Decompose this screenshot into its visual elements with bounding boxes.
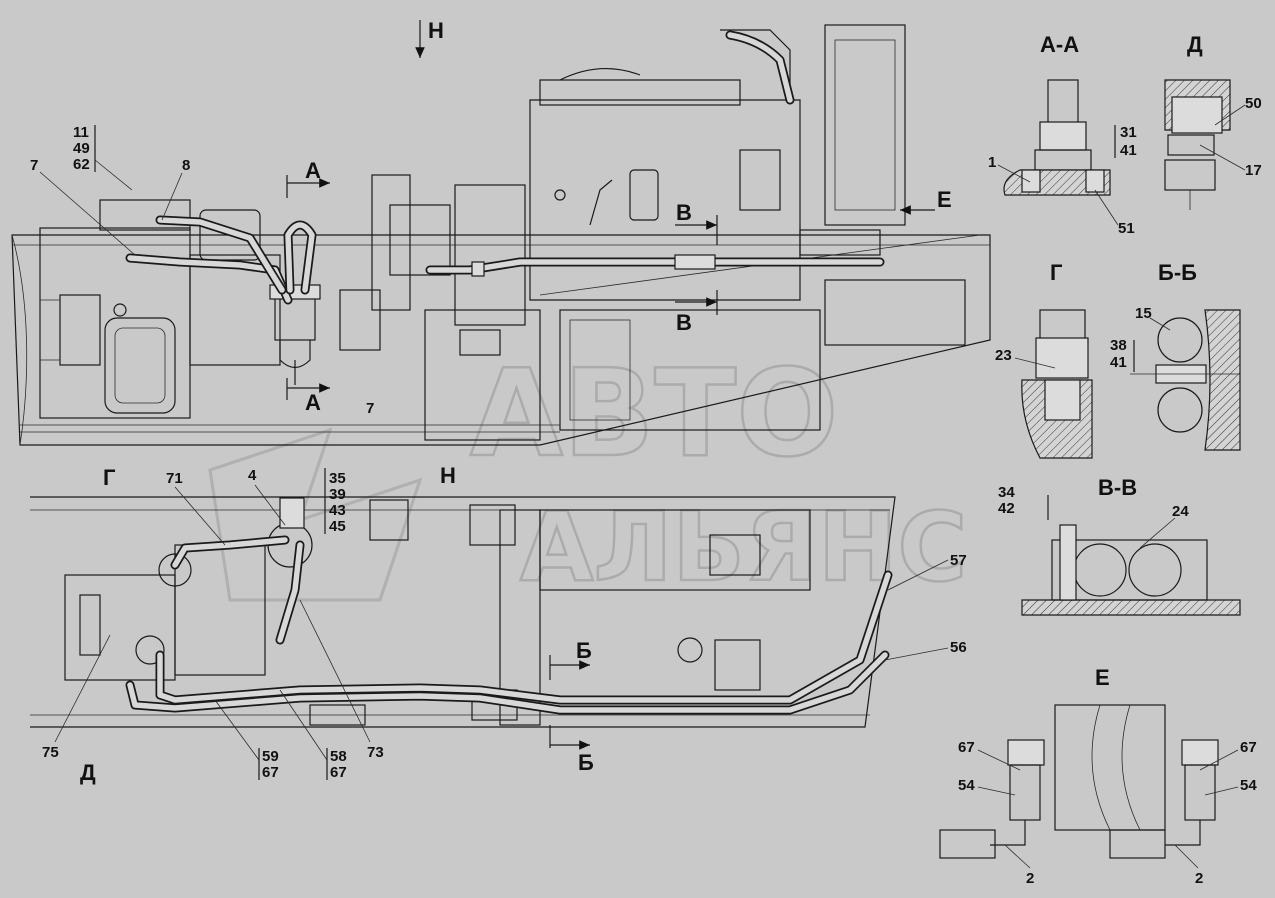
section-label-e: Е bbox=[937, 187, 952, 212]
callout-35: 35 bbox=[329, 470, 346, 487]
detail-vv-24: 24 bbox=[1172, 503, 1189, 520]
detail-d bbox=[1164, 79, 1231, 210]
callout-56: 56 bbox=[950, 639, 967, 656]
ref-label-g: Г bbox=[103, 465, 116, 490]
callout-67b: 67 bbox=[330, 764, 347, 781]
detail-bb-title: Б-Б bbox=[1158, 260, 1197, 285]
detail-d-title: Д bbox=[1187, 32, 1203, 57]
detail-aa-title: А-А bbox=[1040, 32, 1079, 57]
oil-tank bbox=[824, 279, 966, 346]
frame-outline bbox=[11, 234, 991, 446]
callout-59: 59 bbox=[262, 748, 279, 765]
detail-vv-34: 34 bbox=[998, 484, 1015, 501]
detail-aa bbox=[1003, 79, 1116, 196]
pump-flange bbox=[339, 289, 381, 351]
detail-g-title: Г bbox=[1050, 260, 1063, 285]
detail-g bbox=[1021, 309, 1093, 459]
callout-73: 73 bbox=[367, 744, 384, 761]
callout-39: 39 bbox=[329, 486, 346, 503]
callout-45: 45 bbox=[329, 518, 346, 535]
detail-e-54-right: 54 bbox=[1240, 777, 1257, 794]
plan-view bbox=[30, 496, 896, 750]
detail-bb bbox=[1130, 309, 1241, 451]
callout-57: 57 bbox=[950, 552, 967, 569]
callout-49: 49 bbox=[73, 140, 90, 157]
detail-bb-38: 38 bbox=[1110, 337, 1127, 354]
callout-7a: 7 bbox=[30, 157, 38, 174]
side-view bbox=[11, 20, 991, 446]
section-label-a-top: А bbox=[305, 158, 321, 183]
section-label-b-top: Б bbox=[576, 638, 592, 663]
detail-vv bbox=[1021, 495, 1241, 616]
detail-aa-51: 51 bbox=[1118, 220, 1135, 237]
detail-d-17: 17 bbox=[1245, 162, 1262, 179]
callout-11: 11 bbox=[73, 124, 89, 141]
section-label-v2: В bbox=[676, 310, 692, 335]
callout-67a: 67 bbox=[262, 764, 279, 781]
callout-43: 43 bbox=[329, 502, 346, 519]
detail-g-23: 23 bbox=[995, 347, 1012, 364]
engine-block bbox=[529, 99, 801, 301]
detail-vv-title: В-В bbox=[1098, 475, 1137, 500]
detail-e-54-left: 54 bbox=[958, 777, 975, 794]
callout-7b: 7 bbox=[366, 400, 374, 417]
detail-d-50: 50 bbox=[1245, 95, 1262, 112]
section-label-a-bottom: А bbox=[305, 390, 321, 415]
section-label-b-bottom: Б bbox=[578, 750, 594, 775]
detail-e-2-left: 2 bbox=[1026, 870, 1034, 887]
callout-71: 71 bbox=[166, 470, 183, 487]
detail-e-67-right: 67 bbox=[1240, 739, 1257, 756]
clutch-housing bbox=[104, 317, 176, 414]
detail-e-2-right: 2 bbox=[1195, 870, 1203, 887]
callout-8: 8 bbox=[182, 157, 190, 174]
watermark: АВТО АЛЬЯНС bbox=[208, 344, 968, 604]
ref-label-d: Д bbox=[80, 760, 96, 785]
watermark-line1: АВТО bbox=[470, 345, 838, 484]
view-label-h-mid: Н bbox=[440, 463, 456, 488]
detail-vv-42: 42 bbox=[998, 500, 1015, 517]
detail-e-title: Е bbox=[1095, 665, 1110, 690]
callout-4: 4 bbox=[248, 467, 257, 484]
callout-75: 75 bbox=[42, 744, 59, 761]
detail-aa-1: 1 bbox=[988, 154, 996, 171]
view-label-h-top: Н bbox=[428, 18, 444, 43]
labels: Н Н А А В В Е Б Б Г Д 11 49 62 7 8 7 71 … bbox=[30, 18, 1262, 887]
section-label-v1: В bbox=[676, 200, 692, 225]
watermark-emblem bbox=[208, 427, 423, 602]
detail-bb-15: 15 bbox=[1135, 305, 1152, 322]
detail-e-67-left: 67 bbox=[958, 739, 975, 756]
detail-bb-41: 41 bbox=[1110, 354, 1127, 371]
callout-62: 62 bbox=[73, 156, 90, 173]
detail-aa-31: 31 bbox=[1120, 124, 1137, 141]
detail-e bbox=[939, 704, 1219, 859]
detail-aa-41: 41 bbox=[1120, 142, 1137, 159]
radiator bbox=[824, 24, 906, 226]
callout-58: 58 bbox=[330, 748, 347, 765]
